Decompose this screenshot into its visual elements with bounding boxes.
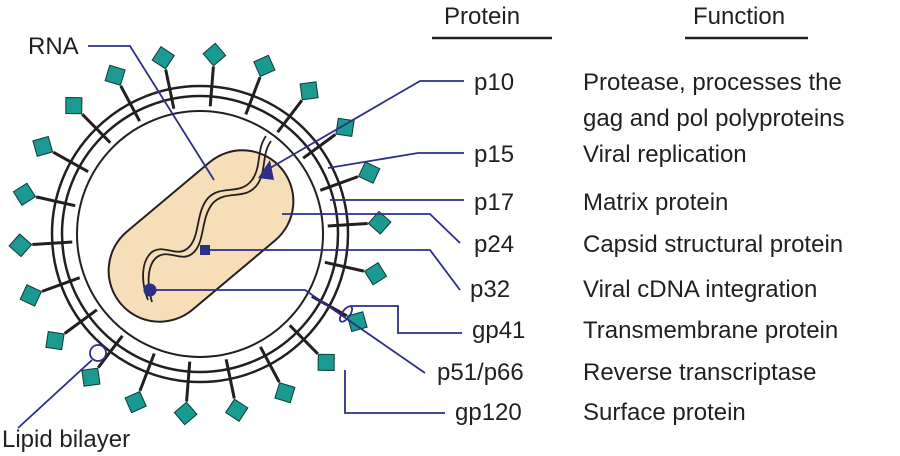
- gp120-spike: [224, 398, 249, 422]
- leader-p15: [327, 152, 464, 169]
- p10-protease-marker: [258, 160, 274, 180]
- gp120-spike: [8, 233, 33, 258]
- p51-p66-reverse-transcriptase-marker: [143, 283, 157, 297]
- p32-integrase-marker: [200, 245, 210, 255]
- envelope-outer-ring: [50, 84, 350, 384]
- protein-function: Reverse transcriptase: [583, 359, 816, 386]
- protein-function: Transmembrane protein: [583, 317, 838, 344]
- leader-rna: [88, 45, 215, 181]
- protein-function: Capsid structural protein: [583, 231, 843, 258]
- gp120-spike: [19, 284, 43, 307]
- protein-function: Viral cDNA integration: [583, 276, 817, 303]
- lipid-bilayer-label: Lipid bilayer: [2, 426, 130, 453]
- gp120-spike: [124, 390, 147, 414]
- gp120-spike: [104, 64, 126, 86]
- protein-function: Viral replication: [583, 141, 747, 168]
- protein-name: p10: [474, 69, 514, 96]
- protein-name: p51/p66: [437, 359, 524, 386]
- protein-name: p15: [474, 141, 514, 168]
- rna-strand-2: [147, 140, 272, 303]
- function-header: Function: [693, 3, 785, 30]
- protein-name: p17: [474, 189, 514, 216]
- gp120-spike: [253, 54, 276, 78]
- gp120-spike: [317, 353, 335, 371]
- gp120-spike: [151, 46, 176, 70]
- gp120-spike: [202, 42, 227, 67]
- leader-lines: [17, 45, 464, 429]
- gp120-spike: [173, 401, 198, 426]
- protein-name: p32: [470, 276, 510, 303]
- gp120-spike: [274, 382, 296, 404]
- protein-name: gp120: [455, 399, 522, 426]
- gp120-spike: [45, 330, 65, 351]
- leader-p24: [282, 213, 461, 244]
- matrix-ring: [76, 110, 324, 358]
- gp120-spike: [12, 182, 37, 206]
- leader-p51-p66: [150, 289, 426, 374]
- protein-function-table: p10 Protease, processes the gag and pol po…: [437, 69, 845, 426]
- protein-name: gp41: [472, 317, 525, 344]
- leader-lipid-bilayer: [17, 359, 93, 429]
- gp120-spike: [32, 135, 54, 157]
- gp41-transmembrane-marker: [338, 305, 354, 323]
- gp120-spike: [346, 311, 368, 333]
- protein-function: Matrix protein: [583, 189, 728, 216]
- rna-strand-1: [142, 135, 267, 301]
- gp120-spike: [299, 81, 319, 101]
- leader-gp120: [344, 370, 445, 414]
- protein-function: gag and pol polyproteins: [583, 105, 845, 132]
- gp120-spike: [367, 210, 392, 235]
- lipid-bilayer-marker: [89, 344, 107, 362]
- leader-p10: [264, 80, 464, 172]
- protein-function: Protease, processes the: [583, 69, 842, 96]
- gp120-spike: [357, 161, 381, 184]
- envelope-inner-ring: [60, 94, 340, 374]
- leader-gp41: [350, 305, 462, 334]
- protein-function: Surface protein: [583, 399, 746, 426]
- leader-p32: [205, 249, 461, 291]
- rna-label: RNA: [28, 33, 79, 60]
- gp120-spike: [65, 97, 83, 115]
- protein-header: Protein: [444, 3, 520, 30]
- gp120-spike: [363, 262, 388, 286]
- protein-name: p24: [474, 231, 514, 258]
- gp120-spike: [81, 367, 101, 387]
